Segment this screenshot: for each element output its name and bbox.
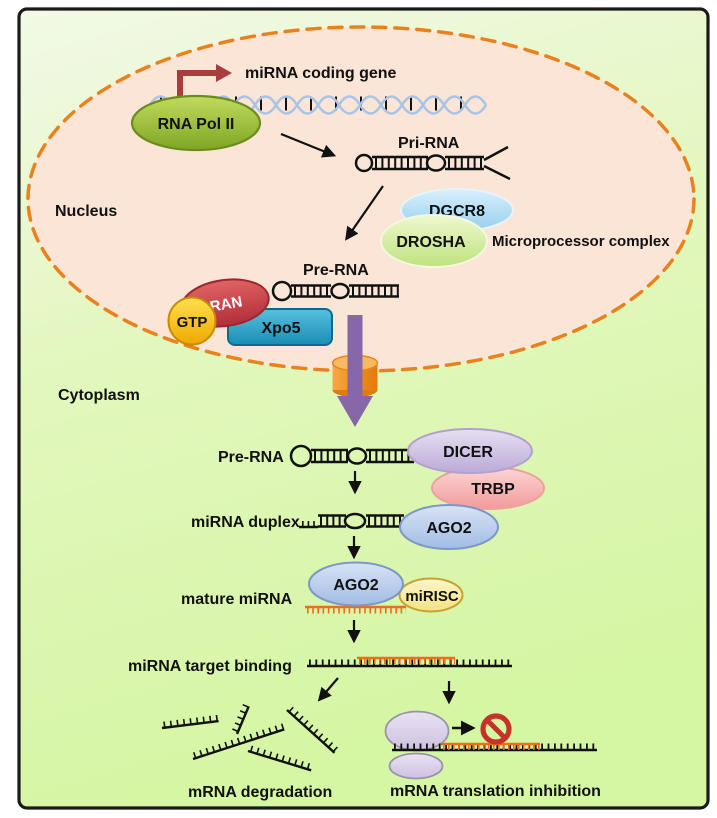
dicer-ellipse — [407, 428, 533, 474]
ago2-ellipse-mature — [308, 561, 404, 607]
arrow-processing — [345, 185, 384, 241]
inhibited-mrna-strand — [392, 742, 597, 752]
mirisc-ellipse — [398, 577, 464, 613]
mirna-coding-gene-label: miRNA coding gene — [245, 65, 397, 82]
arrow-to-degradation — [317, 677, 339, 702]
mrna-fragment — [286, 706, 339, 754]
mrna-translation-inhibition-label: mRNA translation inhibition — [390, 783, 601, 800]
arrow-transcription — [280, 132, 337, 158]
gtp-circle — [167, 296, 217, 346]
mrna-degradation-fragments — [161, 703, 339, 772]
rna-pol-ii-label: RNA Pol II — [158, 116, 235, 133]
xpo5-label: Xpo5 — [261, 320, 300, 337]
nuclear-export-arrow — [337, 315, 373, 427]
cytoplasm-label: Cytoplasm — [58, 387, 140, 404]
mirna-duplex-structure — [299, 512, 404, 530]
ago2-duplex-label: AGO2 — [426, 520, 471, 537]
no-entry-icon — [480, 713, 512, 745]
mrna-fragment — [232, 703, 250, 735]
pre-rna-hairpin-cytoplasm — [289, 444, 414, 468]
pre-rna-cytoplasm-label: Pre-RNA — [218, 449, 284, 466]
mirisc-label: miRISC — [405, 588, 459, 605]
drosha-label: DROSHA — [396, 234, 466, 251]
mature-mirna-strand — [305, 605, 406, 614]
microprocessor-complex-label: Microprocessor complex — [492, 233, 670, 250]
pre-rna-nucleus-label: Pre-RNA — [303, 262, 369, 279]
transcription-start-arrow-icon — [177, 64, 232, 96]
pre-rna-hairpin-nucleus — [271, 280, 399, 302]
mrna-fragment — [161, 714, 219, 730]
figure-frame — [17, 7, 710, 810]
ago2-ellipse-duplex — [399, 504, 499, 550]
gtp-label: GTP — [177, 314, 208, 331]
nucleus-label: Nucleus — [55, 203, 117, 220]
target-mrna-strand — [307, 656, 512, 668]
trbp-label: TRBP — [471, 481, 515, 498]
pri-rna-label: Pri-RNA — [398, 135, 460, 152]
mrna-fragment — [247, 745, 313, 772]
mature-mirna-label: mature miRNA — [181, 591, 293, 608]
mirna-target-binding-label: miRNA target binding — [128, 658, 292, 675]
mrna-degradation-label: mRNA degradation — [188, 784, 332, 801]
ago2-mature-label: AGO2 — [333, 577, 378, 594]
pri-rna-hairpin — [354, 145, 511, 181]
drosha-ellipse — [380, 214, 488, 268]
mrna-fragment — [192, 723, 285, 761]
ran-label: RAN — [209, 293, 244, 315]
mirna-duplex-label: miRNA duplex — [191, 514, 300, 531]
dicer-label: DICER — [443, 444, 493, 461]
rna-pol-ii-ellipse — [130, 94, 262, 152]
ribosome-small-subunit — [388, 752, 444, 780]
